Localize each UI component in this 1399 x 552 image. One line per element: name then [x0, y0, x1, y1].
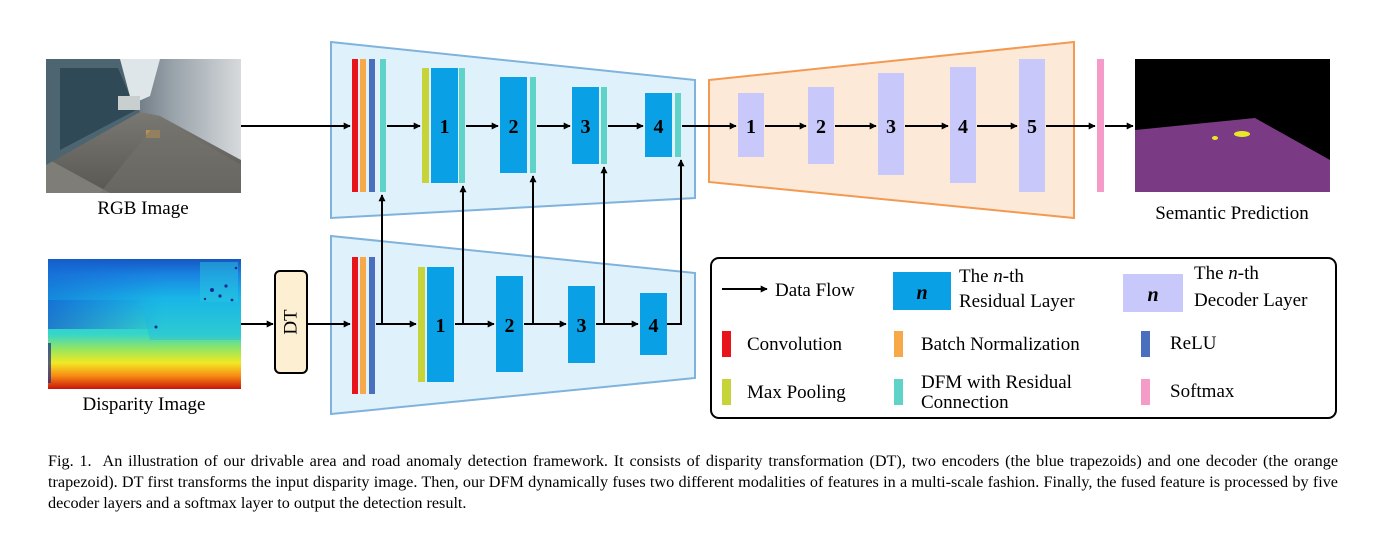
legend-data-flow-label: Data Flow — [775, 280, 855, 301]
softmax-bar — [1097, 59, 1104, 192]
rgb-dfm-bar-0 — [380, 59, 386, 192]
decoder-layer-3-label: 3 — [886, 116, 896, 138]
rgb-residual-layer-1 — [431, 68, 458, 183]
disp-bn-bar — [360, 257, 366, 394]
legend-bn-label: Batch Normalization — [921, 334, 1080, 355]
rgb-maxpool-bar — [422, 68, 429, 183]
disparity-image-label: Disparity Image — [83, 394, 206, 415]
legend-decoder-line1: The n-th — [1194, 263, 1259, 284]
decoder-layer-1 — [738, 93, 764, 157]
decoder-layer-4-label: 4 — [958, 116, 968, 138]
disp-residual-layer-3-label: 3 — [577, 315, 587, 337]
legend-convolution-swatch — [722, 331, 731, 357]
legend-residual-line1: The n-th — [959, 266, 1024, 287]
rgb-bn-bar — [360, 59, 366, 192]
disp-residual-layer-1 — [427, 267, 454, 382]
figure-caption-text: An illustration of our drivable area and… — [48, 452, 1338, 512]
decoder-layer-3 — [878, 73, 904, 175]
legend-decoder-swatch — [1123, 274, 1183, 312]
rgb-residual-layer-3 — [572, 87, 599, 164]
legend-relu-label: ReLU — [1170, 333, 1217, 354]
rgb-dfm-bar-4 — [675, 93, 681, 157]
semantic-prediction-image — [1135, 59, 1330, 192]
disp-residual-layer-2 — [496, 276, 523, 372]
disp-maxpool-bar — [418, 267, 425, 382]
rgb-relu-bar — [369, 59, 375, 192]
legend-decoder-line2: Decoder Layer — [1194, 290, 1308, 311]
disp-residual-layer-3 — [568, 286, 595, 363]
rgb-encoder-stem — [352, 59, 386, 192]
rgb-residual-layer-1-label: 1 — [440, 116, 450, 138]
disp-residual-layer-1-label: 1 — [436, 315, 446, 337]
rgb-image — [46, 59, 241, 193]
rgb-residual-layer-2-label: 2 — [509, 116, 519, 138]
decoder-layer-2-label: 2 — [816, 116, 826, 138]
legend-dfm-line2: Connection — [921, 392, 1009, 413]
legend-dfm-line1: DFM with Residual — [921, 372, 1072, 393]
rgb-residual-layer-3-label: 3 — [581, 116, 591, 138]
decoder-layer-4 — [950, 67, 976, 183]
legend-residual-swatch — [893, 272, 951, 310]
rgb-residual-layer-4-label: 4 — [654, 116, 664, 138]
legend-softmax-label: Softmax — [1170, 381, 1235, 402]
legend-dfm-swatch — [894, 379, 903, 405]
rgb-residual-layer-4 — [645, 93, 672, 157]
rgb-image-label: RGB Image — [97, 198, 188, 219]
legend-maxpool-swatch — [722, 379, 731, 405]
rgb-conv-bar — [352, 59, 358, 192]
decoder-layer-1-label: 1 — [746, 116, 756, 138]
rgb-dfm-bar-3 — [601, 87, 607, 164]
disparity-encoder-stem — [352, 257, 375, 394]
disp-residual-layer-2-label: 2 — [505, 315, 515, 337]
legend-softmax-swatch — [1141, 379, 1150, 405]
semantic-prediction-label: Semantic Prediction — [1155, 203, 1309, 224]
legend-decoder-n: n — [1147, 284, 1158, 306]
rgb-residual-layer-2 — [500, 77, 527, 173]
figure-caption-label: Fig. 1. — [48, 452, 92, 470]
decoder-layer-5-label: 5 — [1027, 116, 1037, 138]
legend-maxpool-label: Max Pooling — [747, 382, 846, 403]
dt-label: DT — [281, 309, 302, 335]
disp-residual-layer-4 — [640, 293, 667, 355]
rgb-dfm-bar-1 — [459, 68, 465, 183]
legend-residual-line2: Residual Layer — [959, 291, 1075, 312]
decoder-layer-5 — [1019, 59, 1045, 192]
data-flow-arrows — [241, 122, 1134, 328]
figure-caption: Fig. 1. An illustration of our drivable … — [48, 451, 1338, 514]
legend-bn-swatch — [894, 331, 903, 357]
dt-block — [274, 270, 308, 374]
disp-relu-bar — [369, 257, 375, 394]
legend-residual-n: n — [916, 282, 927, 304]
disparity-image — [48, 259, 241, 389]
legend-relu-swatch — [1141, 331, 1150, 357]
rgb-dfm-bar-2 — [530, 77, 536, 173]
decoder-layer-2 — [808, 87, 834, 164]
disp-residual-layer-4-label: 4 — [649, 315, 659, 337]
legend-convolution-label: Convolution — [747, 334, 843, 355]
framework-diagram: RGB Image Disparity Image DT 1 2 3 4 — [46, 40, 1337, 419]
disp-conv-bar — [352, 257, 358, 394]
